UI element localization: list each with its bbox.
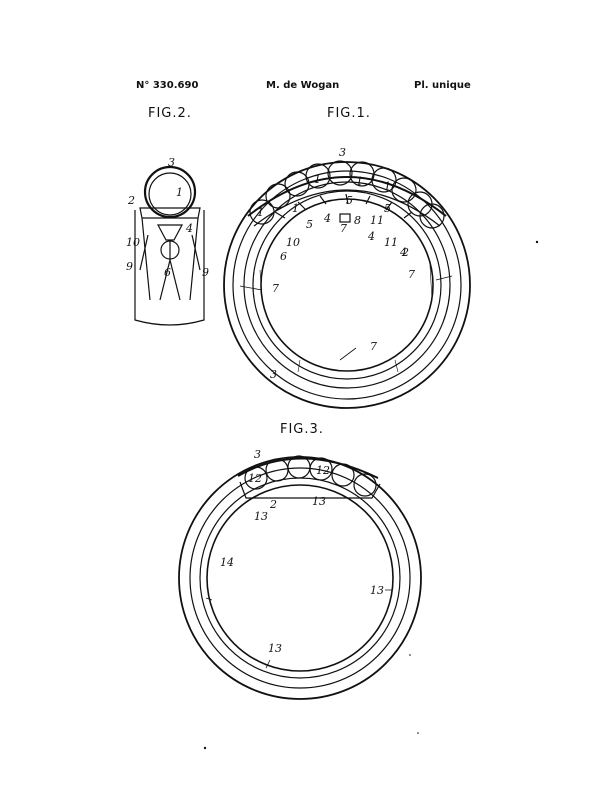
fig1-ring-2: [232, 170, 462, 400]
fig2-num: 9: [126, 260, 133, 273]
fig3-num: 2: [269, 498, 277, 511]
fig2-num: 1: [176, 186, 183, 199]
fig1-num: 11: [384, 236, 398, 249]
fig2-spoke-lines: [141, 217, 199, 301]
fig2-num: 4: [185, 222, 193, 235]
fig2-braces: [139, 234, 201, 271]
fig3-ring-3: [199, 477, 401, 679]
fig3-num: 3: [254, 448, 261, 461]
fig3-num: 12: [248, 472, 262, 485]
fig1-num: 8: [354, 214, 361, 227]
fig3-num: 14: [220, 556, 234, 569]
fig1-num: 2: [401, 246, 409, 259]
fig1-clamp: [339, 213, 351, 223]
fig1-ticks: [259, 264, 433, 373]
fig2-tube-outer: [143, 165, 197, 219]
fig3-casing-arc: [237, 457, 379, 479]
fig1-num: 1: [257, 206, 264, 219]
patent-number: N° 330.690: [136, 80, 199, 91]
fig2-num: 6: [164, 266, 171, 279]
fig2-title: FIG.2.: [148, 106, 192, 121]
inventor-name: M. de Wogan: [266, 80, 340, 91]
fig2-stem: [159, 240, 181, 301]
scan-specks: [203, 240, 539, 750]
fig2-tube-ball: [148, 172, 192, 216]
fig2-drawing: [134, 165, 205, 326]
fig1-outer-ring: [223, 161, 471, 409]
fig1-num: 5: [384, 202, 391, 215]
fig1-num: 11: [370, 214, 384, 227]
fig3-drawing: [178, 455, 422, 700]
fig2-wheel-section: [134, 210, 205, 326]
fig1-num: 7: [408, 268, 415, 281]
fig1-num: 1: [384, 180, 391, 193]
fig1-num: 1: [356, 175, 363, 188]
fig1-num: 1: [314, 173, 321, 186]
fig1-num: 3: [339, 146, 346, 159]
fig1-leaders: [239, 275, 453, 361]
fig1-num: 5: [346, 194, 353, 207]
fig3-num: 13: [254, 510, 268, 523]
fig3-leaders: [205, 589, 392, 669]
fig1-num: 5: [306, 218, 313, 231]
fig1-num: 6: [280, 250, 287, 263]
fig1-num: 1: [292, 202, 299, 215]
fig1-num: 4: [323, 212, 331, 225]
fig1-balls: [249, 160, 445, 229]
fig2-num: 3: [168, 156, 175, 169]
fig1-num: 7: [272, 282, 279, 295]
fig3-ring-2: [189, 467, 411, 689]
fig1-num: 3: [270, 368, 277, 381]
fig3-inner-ring: [206, 484, 394, 672]
fig1-num: 4: [399, 246, 407, 259]
fig1-num: 10: [286, 236, 300, 249]
fig2-num: 10: [126, 236, 140, 249]
fig3-num: 12: [316, 464, 330, 477]
fig2-num: 2: [127, 194, 135, 207]
fig1-casing-inner: [253, 189, 441, 227]
fig3-outer-ring: [178, 456, 422, 700]
fig3-num: 13: [268, 642, 282, 655]
fig1-links: [274, 193, 413, 219]
fig2-connector: [157, 224, 183, 241]
fig1-ring-3: [243, 181, 451, 389]
fig1-num: 7: [340, 222, 347, 235]
fig1-num: 4: [367, 230, 375, 243]
fig3-num: 13: [370, 584, 384, 597]
fig3-title: FIG.3.: [280, 422, 324, 437]
fig1-numerals: 3 1 1 1 1 1 5 5 5 4 7 8 11 4 11 4 2 10 6…: [257, 146, 415, 381]
fig3-numerals: 3 12 12 2 13 13 14 13 13: [220, 448, 384, 655]
fig1-num: 7: [370, 340, 377, 353]
fig1-drawing: [223, 160, 471, 409]
plate-label: Pl. unique: [414, 80, 471, 91]
fig1-title: FIG.1.: [327, 106, 371, 121]
fig2-numerals: 3 1 2 4 10 9 6 9: [126, 156, 209, 279]
fig1-inner-ring: [260, 198, 434, 372]
fig1-casing-arc: [247, 176, 447, 217]
fig3-balls: [244, 455, 377, 497]
fig3-num: 13: [312, 495, 326, 508]
fig3-casing-base: [239, 481, 381, 499]
fig1-ring-4: [252, 190, 442, 380]
fig2-num: 9: [202, 266, 209, 279]
